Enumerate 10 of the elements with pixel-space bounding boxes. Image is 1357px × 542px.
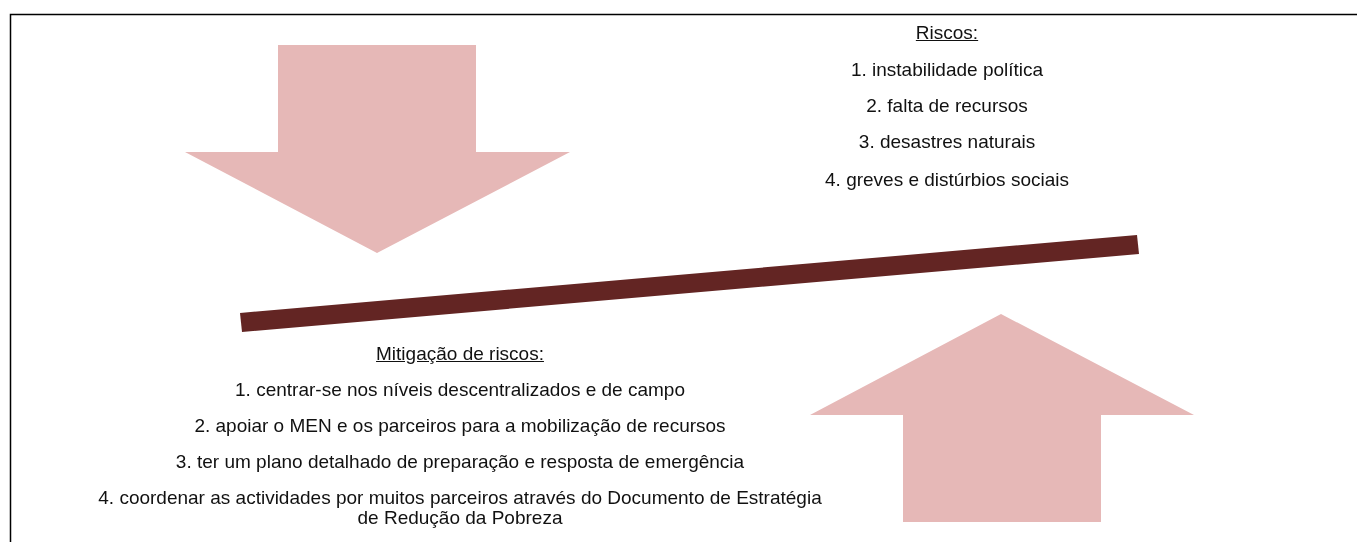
list-heading: Mitigação de riscos: xyxy=(376,344,544,364)
list-heading: Riscos: xyxy=(915,23,979,43)
list-item: 4. greves e distúrbios sociais xyxy=(825,170,1069,190)
list-item: 3. ter um plano detalhado de preparação e resposta de emergência xyxy=(175,452,745,472)
list-item: 1. instabilidade política xyxy=(850,60,1044,80)
list-item: 4. coordenar as actividades por muitos parceiros através do Documento de Estratégia de Redução da Pobreza xyxy=(97,488,823,528)
list-item: 2. falta de recursos xyxy=(866,96,1028,116)
list-item: 2. apoiar o MEN e os parceiros para a mobilização de recursos xyxy=(194,416,726,436)
list-item: 3. desastres naturais xyxy=(858,132,1036,152)
list-item: 1. centrar-se nos níveis descentralizados e de campo xyxy=(235,380,685,400)
